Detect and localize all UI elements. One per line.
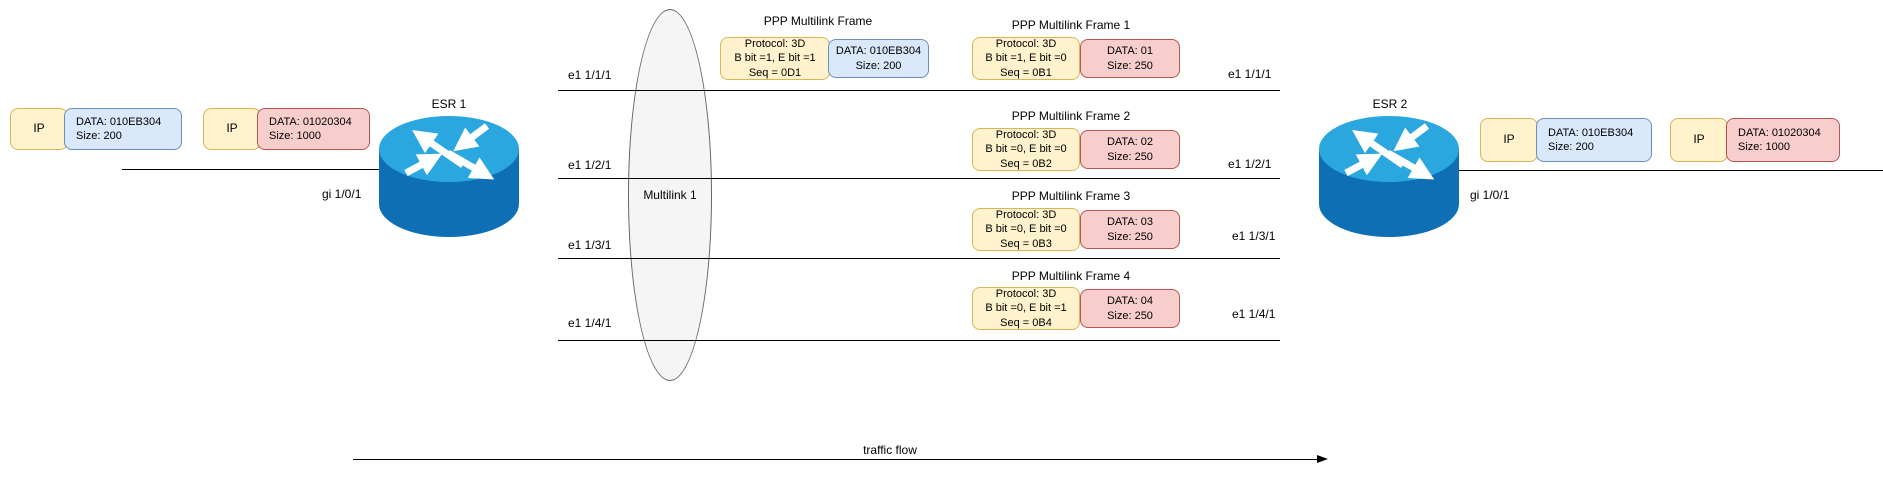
frame-bits: B bit =1, E bit =0 [985,52,1067,65]
e1-link-2 [558,178,1280,179]
frame-protocol: Protocol: 3D [995,129,1057,142]
frame2-title: PPP Multilink Frame 2 [1011,109,1131,123]
right-packet2-data-box: DATA: 01020304 Size: 1000 [1726,118,1840,162]
frame1-title: PPP Multilink Frame 1 [1011,18,1131,32]
frame2-data-box: DATA: 02 Size: 250 [1080,130,1180,169]
frame-data: DATA: 03 [1106,216,1154,229]
router-icon-svg [379,116,519,237]
left-packet1-data-box: DATA: 010EB304 Size: 200 [64,108,182,150]
frame-size: Size: 200 [855,59,902,72]
frame-protocol: Protocol: 3D [995,38,1057,51]
frame-data: DATA: 02 [1106,136,1154,149]
multilink-label: Multilink 1 [643,188,697,202]
frame3-title: PPP Multilink Frame 3 [1011,189,1131,203]
frame-bits: B bit =0, E bit =0 [985,143,1067,156]
traffic-flow-arrow-line [353,459,1319,460]
right-packet2-ip-box: IP [1670,118,1728,162]
frame-size: Size: 250 [1107,309,1153,322]
esr2-e1-4-label: e1 1/4/1 [1232,307,1276,321]
esr2-gi-label: gi 1/0/1 [1470,188,1510,202]
multilink-bundle-ellipse [628,9,712,381]
esr1-router-icon [378,115,520,243]
packet-size: Size: 1000 [1738,141,1790,153]
esr1-e1-2-label: e1 1/2/1 [568,158,612,172]
e1-link-1 [558,90,1280,91]
frame1-data-box: DATA: 01 Size: 250 [1080,39,1180,78]
traffic-flow-arrowhead [1317,455,1328,463]
frame-bits: B bit =0, E bit =1 [985,302,1067,315]
frame-protocol: Protocol: 3D [995,288,1057,301]
frame-bits: B bit =0, E bit =0 [985,223,1067,236]
frame-bits: B bit =1, E bit =1 [734,52,816,65]
esr2-label: ESR 2 [1372,97,1408,111]
top-frame-title: PPP Multilink Frame [763,14,873,28]
e1-link-4 [558,340,1280,341]
frame4-title: PPP Multilink Frame 4 [1011,269,1131,283]
frame-seq: Seq = 0B1 [1000,66,1052,79]
esr1-label: ESR 1 [431,97,467,111]
ip-label: IP [1693,132,1705,147]
frame-data: DATA: 01 [1106,45,1154,58]
frame-data: DATA: 010EB304 [835,45,922,58]
traffic-flow-label: traffic flow [863,443,917,457]
esr2-router-icon [1318,115,1460,243]
esr1-e1-1-label: e1 1/1/1 [568,68,612,82]
frame-protocol: Protocol: 3D [744,38,806,51]
left-packet2-ip-box: IP [203,108,261,150]
ip-label: IP [1503,132,1515,147]
esr1-gi-label: gi 1/0/1 [322,187,362,201]
esr1-e1-3-label: e1 1/3/1 [568,238,612,252]
packet-data: DATA: 010EB304 [1548,126,1634,139]
e1-link-3 [558,258,1280,259]
esr2-e1-3-label: e1 1/3/1 [1232,229,1276,243]
frame3-data-box: DATA: 03 Size: 250 [1080,210,1180,249]
frame3-header-box: Protocol: 3D B bit =0, E bit =0 Seq = 0B… [972,208,1080,251]
esr2-e1-2-label: e1 1/2/1 [1228,157,1272,171]
frame-size: Size: 250 [1107,150,1153,163]
right-packet1-ip-box: IP [1480,118,1538,162]
right-packet1-data-box: DATA: 010EB304 Size: 200 [1536,118,1652,162]
frame-size: Size: 250 [1107,230,1153,243]
packet-size: Size: 200 [1548,141,1594,153]
esr1-gi-line [122,169,452,170]
ip-label: IP [226,121,238,136]
esr2-e1-1-label: e1 1/1/1 [1228,67,1272,81]
ip-label: IP [33,121,45,136]
frame-seq: Seq = 0D1 [748,66,802,79]
frame-protocol: Protocol: 3D [995,209,1057,222]
frame2-header-box: Protocol: 3D B bit =0, E bit =0 Seq = 0B… [972,128,1080,171]
esr1-e1-4-label: e1 1/4/1 [568,316,612,330]
frame-data: DATA: 04 [1106,295,1154,308]
left-packet2-data-box: DATA: 01020304 Size: 1000 [257,108,370,150]
left-packet1-ip-box: IP [10,108,68,150]
frame-seq: Seq = 0B3 [1000,237,1052,250]
frame-size: Size: 250 [1107,59,1153,72]
packet-data: DATA: 010EB304 [76,115,162,128]
packet-size: Size: 200 [76,130,122,142]
packet-data: DATA: 01020304 [269,115,352,128]
frame4-header-box: Protocol: 3D B bit =0, E bit =1 Seq = 0B… [972,287,1080,330]
frame-seq: Seq = 0B4 [1000,316,1052,329]
packet-size: Size: 1000 [269,130,321,142]
top-frame-data-box: DATA: 010EB304 Size: 200 [828,39,929,78]
frame1-header-box: Protocol: 3D B bit =1, E bit =0 Seq = 0B… [972,37,1080,80]
frame-seq: Seq = 0B2 [1000,157,1052,170]
top-frame-header-box: Protocol: 3D B bit =1, E bit =1 Seq = 0D… [720,37,830,80]
frame4-data-box: DATA: 04 Size: 250 [1080,289,1180,328]
esr2-gi-line [1440,170,1883,171]
router-icon-svg [1319,116,1459,237]
packet-data: DATA: 01020304 [1738,126,1821,139]
